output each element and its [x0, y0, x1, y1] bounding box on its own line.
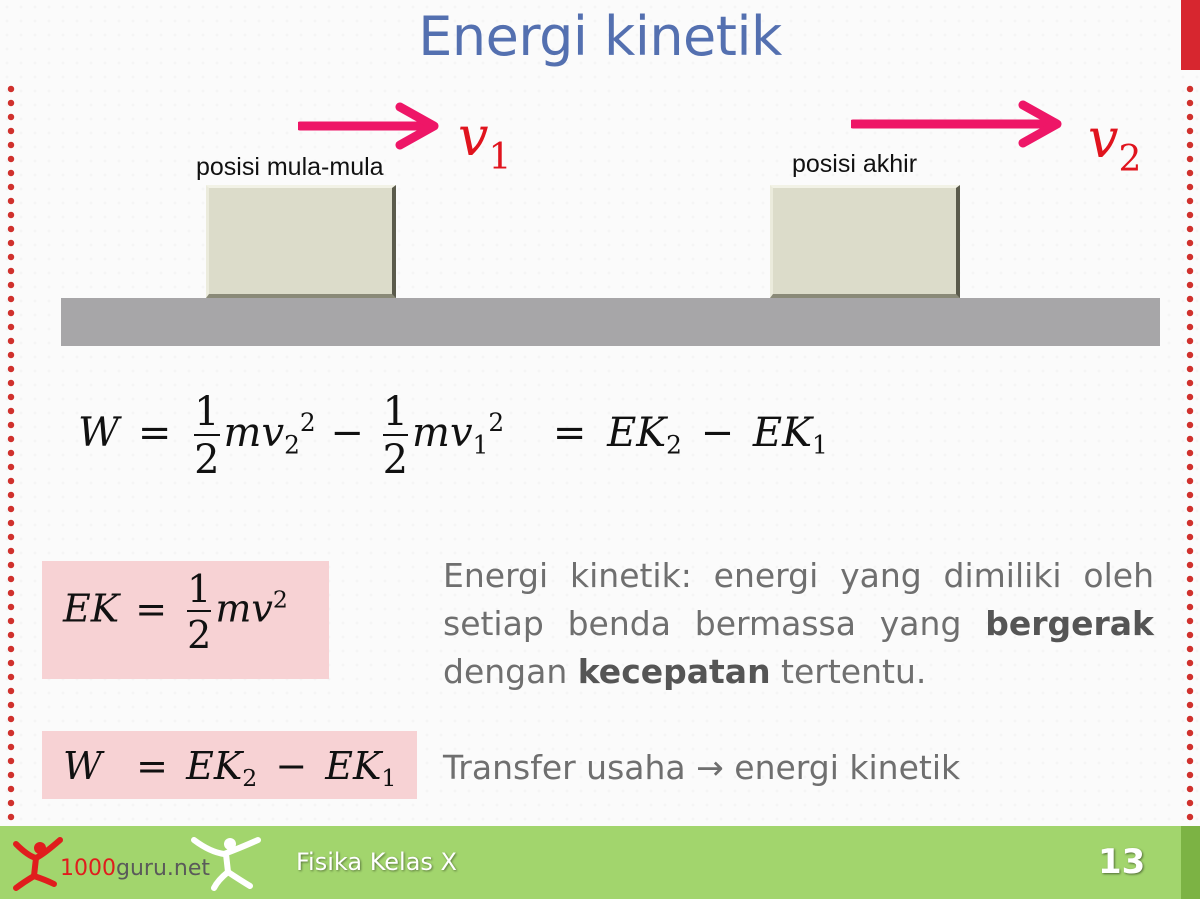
- footer-bar: [0, 826, 1200, 899]
- slide-title: Energi kinetik: [418, 5, 782, 68]
- velocity-arrow-icon: [298, 102, 439, 150]
- background-pattern: [0, 0, 1200, 826]
- work-theorem-formula: W = EK2 − EK1: [63, 744, 397, 793]
- left-dotted-border: [7, 82, 15, 822]
- right-dotted-border: [1186, 82, 1194, 822]
- initial-block: [206, 185, 396, 298]
- velocity-1-label: v1: [458, 105, 512, 179]
- kinetic-energy-definition: Energi kinetik: energi yang dimiliki ole…: [443, 556, 1154, 691]
- red-person-logo-icon: [13, 837, 63, 891]
- work-theorem-formula-box: [42, 731, 417, 799]
- final-position-label: posisi akhir: [792, 150, 918, 178]
- course-subject: Fisika Kelas X: [296, 848, 457, 876]
- final-block: [770, 185, 960, 298]
- velocity-2-label: v2: [1088, 107, 1142, 181]
- ground-surface: [61, 298, 1160, 346]
- corner-accent-bar: [1181, 0, 1200, 70]
- kinetic-energy-formula-box: [42, 561, 329, 679]
- initial-position-label: posisi mula-mula: [196, 153, 384, 181]
- page-number: 13: [1098, 842, 1146, 882]
- white-person-logo-icon: [191, 837, 261, 891]
- footer-accent-edge: [1181, 826, 1200, 899]
- transfer-statement: Transfer usaha → energi kinetik: [443, 748, 961, 787]
- velocity-arrow-icon: [851, 100, 1062, 148]
- brand-logo-text: 1000guru.net: [60, 856, 210, 881]
